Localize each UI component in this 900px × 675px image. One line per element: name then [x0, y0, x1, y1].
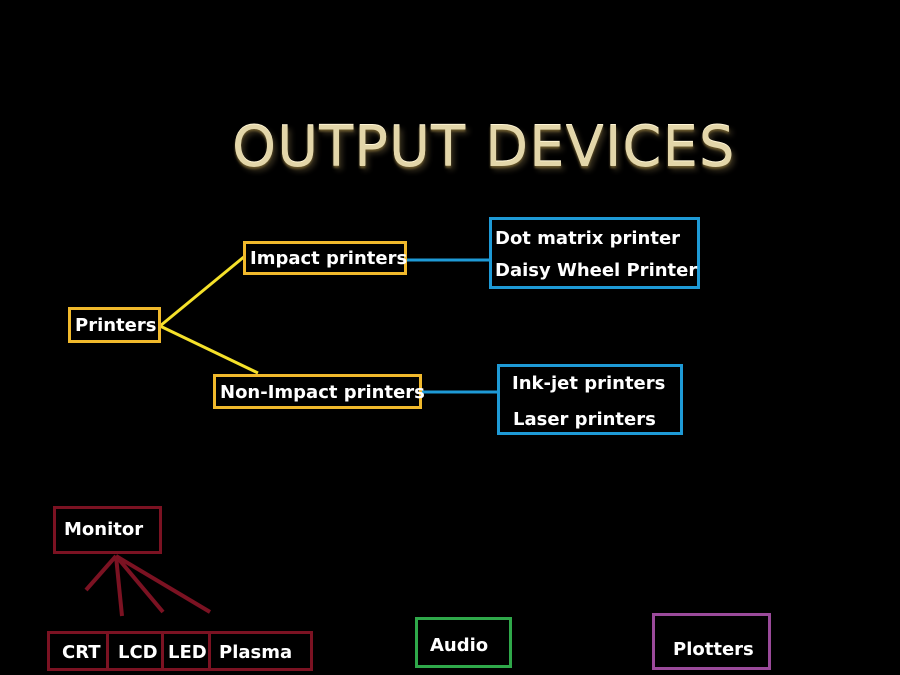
connector-monitor-plasma [114, 554, 212, 614]
plotters-box: Plotters [652, 613, 771, 670]
connector-monitor-lcd [114, 555, 124, 617]
non-impact-types-box: Ink-jet printers Laser printers [497, 364, 683, 435]
connector-printers-non-impact [159, 324, 259, 375]
impact-printers-label: Impact printers [250, 248, 408, 269]
slide-title: OUTPUT DEVICES [232, 115, 736, 180]
monitor-type-plasma-label: Plasma [219, 642, 293, 663]
monitor-type-lcd-label: LCD [118, 642, 158, 663]
impact-type-daisy-wheel: Daisy Wheel Printer [495, 260, 698, 281]
connector-monitor-led [114, 554, 165, 614]
monitor-type-crt: CRT [47, 631, 109, 671]
monitor-box: Monitor [53, 506, 162, 554]
monitor-type-crt-label: CRT [62, 642, 101, 663]
impact-printers-box: Impact printers [243, 241, 407, 275]
printers-box: Printers [68, 307, 161, 343]
monitor-type-lcd: LCD [106, 631, 164, 671]
connector-monitor-crt [84, 554, 118, 592]
audio-box: Audio [415, 617, 512, 668]
non-impact-type-ink-jet: Ink-jet printers [512, 373, 666, 394]
plotters-label: Plotters [673, 639, 754, 660]
monitor-type-led: LED [161, 631, 211, 671]
impact-type-dot-matrix: Dot matrix printer [495, 228, 681, 249]
monitor-label: Monitor [64, 519, 144, 540]
monitor-type-led-label: LED [168, 642, 207, 663]
non-impact-printers-label: Non-Impact printers [220, 382, 425, 403]
connector-printers-impact [159, 254, 246, 328]
audio-label: Audio [430, 635, 489, 656]
printers-label: Printers [75, 315, 157, 336]
non-impact-type-laser: Laser printers [513, 409, 656, 430]
impact-types-box: Dot matrix printer Daisy Wheel Printer [489, 217, 700, 289]
non-impact-printers-box: Non-Impact printers [213, 374, 425, 409]
monitor-type-plasma: Plasma [208, 631, 313, 671]
